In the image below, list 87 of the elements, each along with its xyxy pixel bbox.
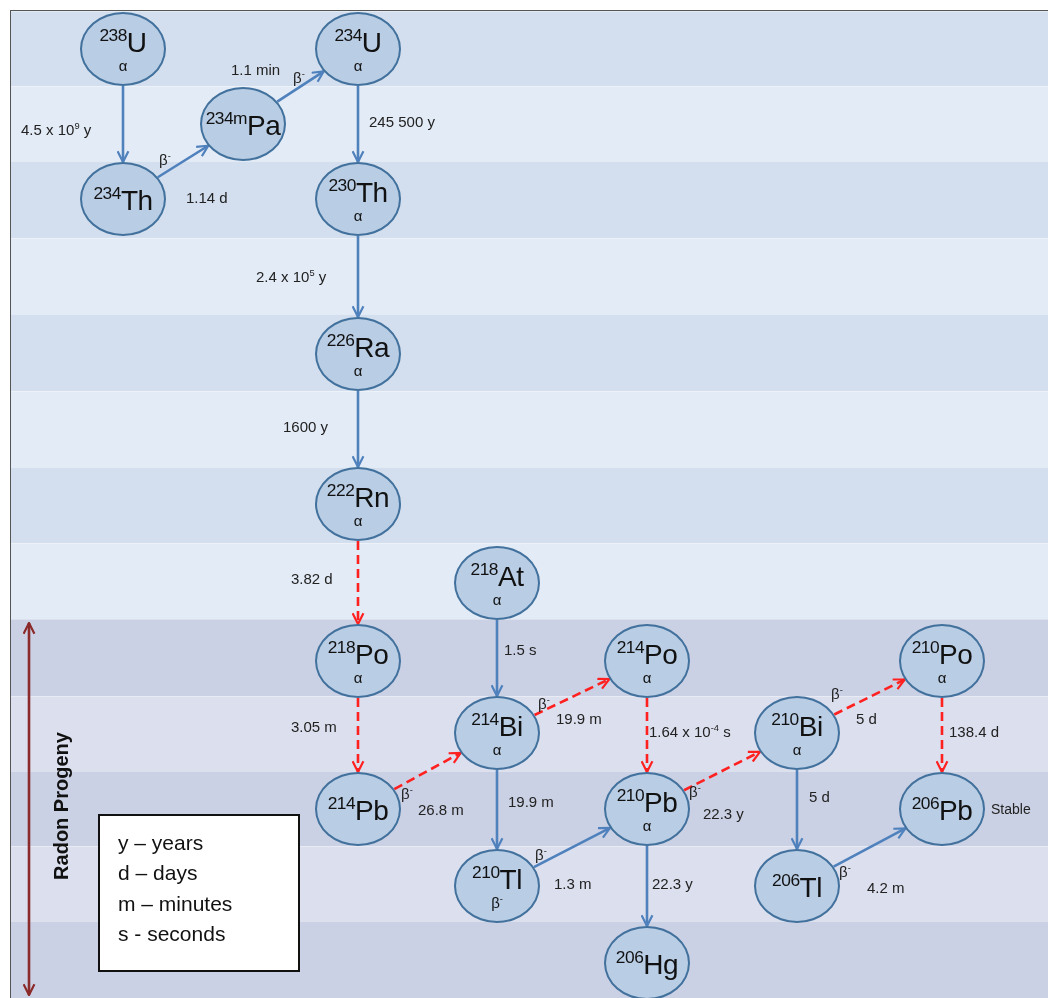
nuclide-symbol: $^{230}$Th [328, 179, 388, 207]
nuclide-symbol: $^{218}$Po [327, 641, 389, 669]
arrow [351, 236, 365, 319]
decay-mode: α [118, 58, 128, 73]
decay-type-label: β$^{-}$ [293, 68, 305, 86]
key-text: d – days [118, 860, 199, 887]
nuclide-symbol: $^{206}$Tl [772, 874, 822, 902]
decay-mode: α [353, 58, 363, 73]
arrow [833, 827, 907, 868]
edge-label: 1.14 d [186, 188, 228, 206]
decay-mode: α [353, 363, 363, 378]
key-text: m – minutes [118, 890, 234, 917]
edge-label: 4.5 x 10$^{9}$ y [21, 120, 92, 138]
nuclide-symbol: $^{210}$Po [911, 641, 973, 669]
nuclide-symbol: $^{206}$Hg [615, 951, 679, 979]
nuclide-symbol: $^{222}$Rn [326, 484, 390, 512]
edge-label: 22.3 y [703, 804, 744, 822]
arrow [683, 750, 762, 792]
edge-label: 22.3 y [652, 874, 693, 892]
nuclide-symbol: $^{206}$Pb [911, 797, 973, 825]
arrow [490, 620, 504, 698]
edge-label: 138.4 d [949, 722, 1000, 740]
edge-label: 26.8 m [418, 800, 464, 818]
decay-type-label: β$^{-}$ [839, 862, 851, 880]
arrow [833, 678, 906, 716]
arrow [351, 541, 365, 626]
edge-label: 3.05 m [291, 717, 337, 735]
range-label: Radon Progeny [49, 732, 73, 880]
decay-type-label: β$^{-}$ [159, 150, 171, 168]
decay-mode: β$^{-}$ [491, 894, 503, 911]
nuclide-symbol: $^{218}$At [470, 563, 524, 591]
arrow [534, 677, 611, 717]
nuclide-symbol: $^{226}$Ra [326, 334, 390, 362]
edge-label: 3.82 d [291, 569, 333, 587]
arrow [276, 70, 325, 103]
decay-mode: α [642, 670, 652, 685]
decay-mode: α [492, 592, 502, 607]
nuclide-symbol: $^{210}$Pb [616, 789, 678, 817]
nuclide-symbol: $^{210}$Tl [472, 865, 522, 894]
edge-label: 1.64 x 10$^{-4}$ s [649, 722, 731, 740]
decay-type-label: β$^{-}$ [401, 784, 413, 802]
decay-type-label: β$^{-}$ [535, 845, 547, 863]
edge-label: 2.4 x 10$^{5}$ y [256, 267, 327, 285]
nuclide-symbol: $^{214}$Pb [327, 797, 389, 825]
arrow [935, 698, 949, 774]
nuclide-symbol: $^{234}$Th [93, 187, 153, 215]
arrow [640, 698, 654, 774]
decay-mode: α [642, 818, 652, 833]
arrow [490, 770, 504, 851]
edge-label: 5 d [856, 709, 877, 727]
edge-label: 19.9 m [508, 792, 554, 810]
nuclide-symbol: $^{210}$Bi [771, 713, 823, 741]
arrow [351, 698, 365, 774]
nuclide-symbol: $^{234}$U [334, 29, 382, 57]
key-box [98, 814, 300, 972]
arrow [351, 86, 365, 164]
decay-type-label: β$^{-}$ [689, 782, 701, 800]
edge-label: 1600 y [283, 417, 329, 435]
edge-label: 1.5 s [504, 640, 537, 658]
arrow [790, 770, 804, 851]
arrow [351, 391, 365, 469]
decay-type-label: β$^{-}$ [831, 684, 843, 702]
decay-mode: α [492, 742, 502, 757]
decay-mode: α [937, 670, 947, 685]
nuclide-symbol: $^{214}$Po [616, 641, 678, 669]
edge-label: 1.3 m [554, 874, 592, 892]
nuclide-symbol: $^{238}$U [99, 29, 147, 57]
decay-mode: α [792, 742, 802, 757]
decay-mode: α [353, 208, 363, 223]
decay-mode: α [353, 670, 363, 685]
node-note: Stable [991, 801, 1031, 817]
nuclide-symbol: $^{214}$Bi [471, 713, 523, 741]
key-text: y – years [118, 830, 205, 856]
decay-mode: α [353, 513, 363, 528]
edge-label: 245 500 y [369, 112, 435, 130]
edge-label: 1.1 min [231, 60, 281, 78]
edge-label: 4.2 m [867, 878, 905, 896]
arrow [157, 144, 210, 179]
key-text: s - seconds [118, 920, 227, 947]
arrow [533, 826, 612, 869]
arrow [393, 751, 462, 791]
nuclide-symbol: $^{234m}$Pa [205, 112, 281, 140]
arrow [640, 846, 654, 928]
edge-label: 19.9 m [556, 709, 602, 727]
arrow [116, 86, 130, 164]
edge-label: 5 d [809, 787, 830, 805]
decay-type-label: β$^{-}$ [538, 694, 550, 712]
